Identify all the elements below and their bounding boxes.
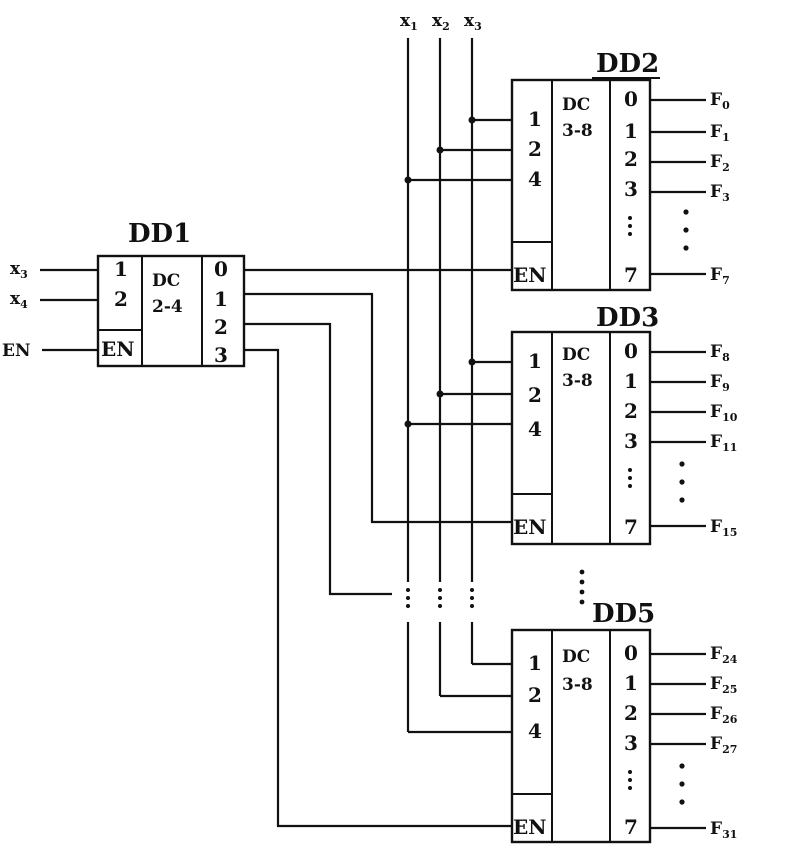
dd5-output-f26: F26 [710, 704, 738, 726]
dd2-output-f2: F2 [710, 152, 730, 174]
dd2-out-pin-1: 1 [624, 119, 638, 143]
dd5-out-pin-2: 2 [624, 701, 638, 725]
dd1-in-pin-2: 2 [114, 287, 128, 311]
dd1-input-x3: x3 [10, 259, 28, 281]
dd5-in-pin-2: 2 [528, 683, 542, 707]
dd3-title: DD3 [596, 303, 659, 333]
decoder-dd2: DD2 1 2 4 EN DC 3-8 0 1 2 3 7 F0 F1 [404, 49, 730, 292]
dd2-out-pin-2: 2 [624, 147, 638, 171]
decoder-dd5: DD5 1 2 4 EN DC 3-8 0 1 2 3 7 F24 F25 F2… [408, 599, 738, 844]
dd1-func: DC [152, 271, 180, 291]
dd2-output-f7: F7 [710, 265, 730, 287]
dd3-func: DC [562, 345, 590, 365]
dd2-func-type: 3-8 [562, 121, 593, 141]
dd3-out-pin-1: 1 [624, 369, 638, 393]
dd2-in-pin-1: 1 [528, 107, 542, 131]
dd2-outer-dots [683, 209, 689, 251]
bus-continuation-dots [406, 588, 474, 608]
dd5-output-f24: F24 [710, 644, 738, 666]
dd3-out-pin-2: 2 [624, 399, 638, 423]
dd3-output-f10: F10 [710, 402, 738, 424]
dd5-out-pin-1: 1 [624, 671, 638, 695]
dd5-func: DC [562, 647, 590, 667]
dd5-output-f25: F25 [710, 674, 737, 696]
dd5-title: DD5 [592, 599, 655, 629]
dd5-out-pin-0: 0 [624, 641, 638, 665]
dd1-body [96, 254, 246, 368]
dd2-out-pin-7: 7 [624, 263, 638, 287]
dd3-output-f11: F11 [710, 432, 737, 454]
dd5-output-f27: F27 [710, 734, 737, 756]
dd2-output-f0: F0 [710, 90, 730, 112]
dd3-in-pin-4: 4 [528, 417, 542, 441]
dd5-func-type: 3-8 [562, 675, 593, 695]
dd2-in-pin-4: 4 [528, 167, 542, 191]
dd1-out-pin-2: 2 [214, 315, 228, 339]
dd3-inner-dots [628, 468, 632, 488]
dd2-func: DC [562, 95, 590, 115]
bus-label-x3: x3 [464, 11, 482, 33]
dd5-out-pin-3: 3 [624, 731, 638, 755]
decoder-dd3: DD3 1 2 4 EN DC 3-8 0 1 2 3 7 F8 F9 F [404, 303, 738, 546]
dd2-output-f3: F3 [710, 182, 730, 204]
bus-label-x1: x1 [400, 11, 418, 33]
input-bus: x1 x2 x3 [400, 11, 482, 732]
dd2-out-pin-0: 0 [624, 87, 638, 111]
dd2-title: DD2 [596, 49, 659, 79]
dd1-input-en: EN [2, 341, 31, 361]
bus-label-x2: x2 [432, 11, 450, 33]
dd2-en-pin: EN [513, 263, 547, 287]
dd2-in-pin-2: 2 [528, 137, 542, 161]
dd2-body [510, 78, 652, 292]
dd3-in-pin-1: 1 [528, 349, 542, 373]
dd2-output-f1: F1 [710, 122, 730, 144]
dd3-in-pin-2: 2 [528, 383, 542, 407]
dd1-out-pin-1: 1 [214, 287, 228, 311]
dd3-output-f9: F9 [710, 372, 730, 394]
dd1-out-pin-3: 3 [214, 343, 228, 367]
dd2-inner-dots [628, 216, 632, 236]
dd3-out-pin-0: 0 [624, 339, 638, 363]
dd2-out-pin-3: 3 [624, 177, 638, 201]
dd5-body [510, 628, 652, 844]
dd1-out-pin-0: 0 [214, 257, 228, 281]
dd1-title: DD1 [128, 219, 191, 249]
enable-wiring [244, 268, 512, 828]
dd5-outer-dots [679, 763, 685, 805]
dd3-output-f15: F15 [710, 517, 737, 539]
dd1-en-pin: EN [101, 337, 135, 361]
dd5-in-pin-1: 1 [528, 651, 542, 675]
dd5-en-pin: EN [513, 815, 547, 839]
dd3-out-pin-7: 7 [624, 515, 638, 539]
dd3-func-type: 3-8 [562, 371, 593, 391]
dd3-outer-dots [679, 461, 685, 503]
dd5-inner-dots [628, 770, 632, 790]
dd1-func-type: 2-4 [152, 297, 183, 317]
dd1-in-pin-1: 1 [114, 257, 128, 281]
dd3-body [510, 330, 652, 546]
dd3-output-f8: F8 [710, 342, 730, 364]
dd3-out-pin-3: 3 [624, 429, 638, 453]
decoder-dd1: DD1 1 2 EN DC 2-4 0 1 2 3 x3 x4 EN [2, 219, 246, 368]
dd5-output-f31: F31 [710, 819, 737, 841]
dd3-en-pin: EN [513, 515, 547, 539]
dd1-input-x4: x4 [10, 289, 28, 311]
cascade-ellipsis [579, 569, 585, 605]
dd5-in-pin-4: 4 [528, 719, 542, 743]
dd5-out-pin-7: 7 [624, 815, 638, 839]
